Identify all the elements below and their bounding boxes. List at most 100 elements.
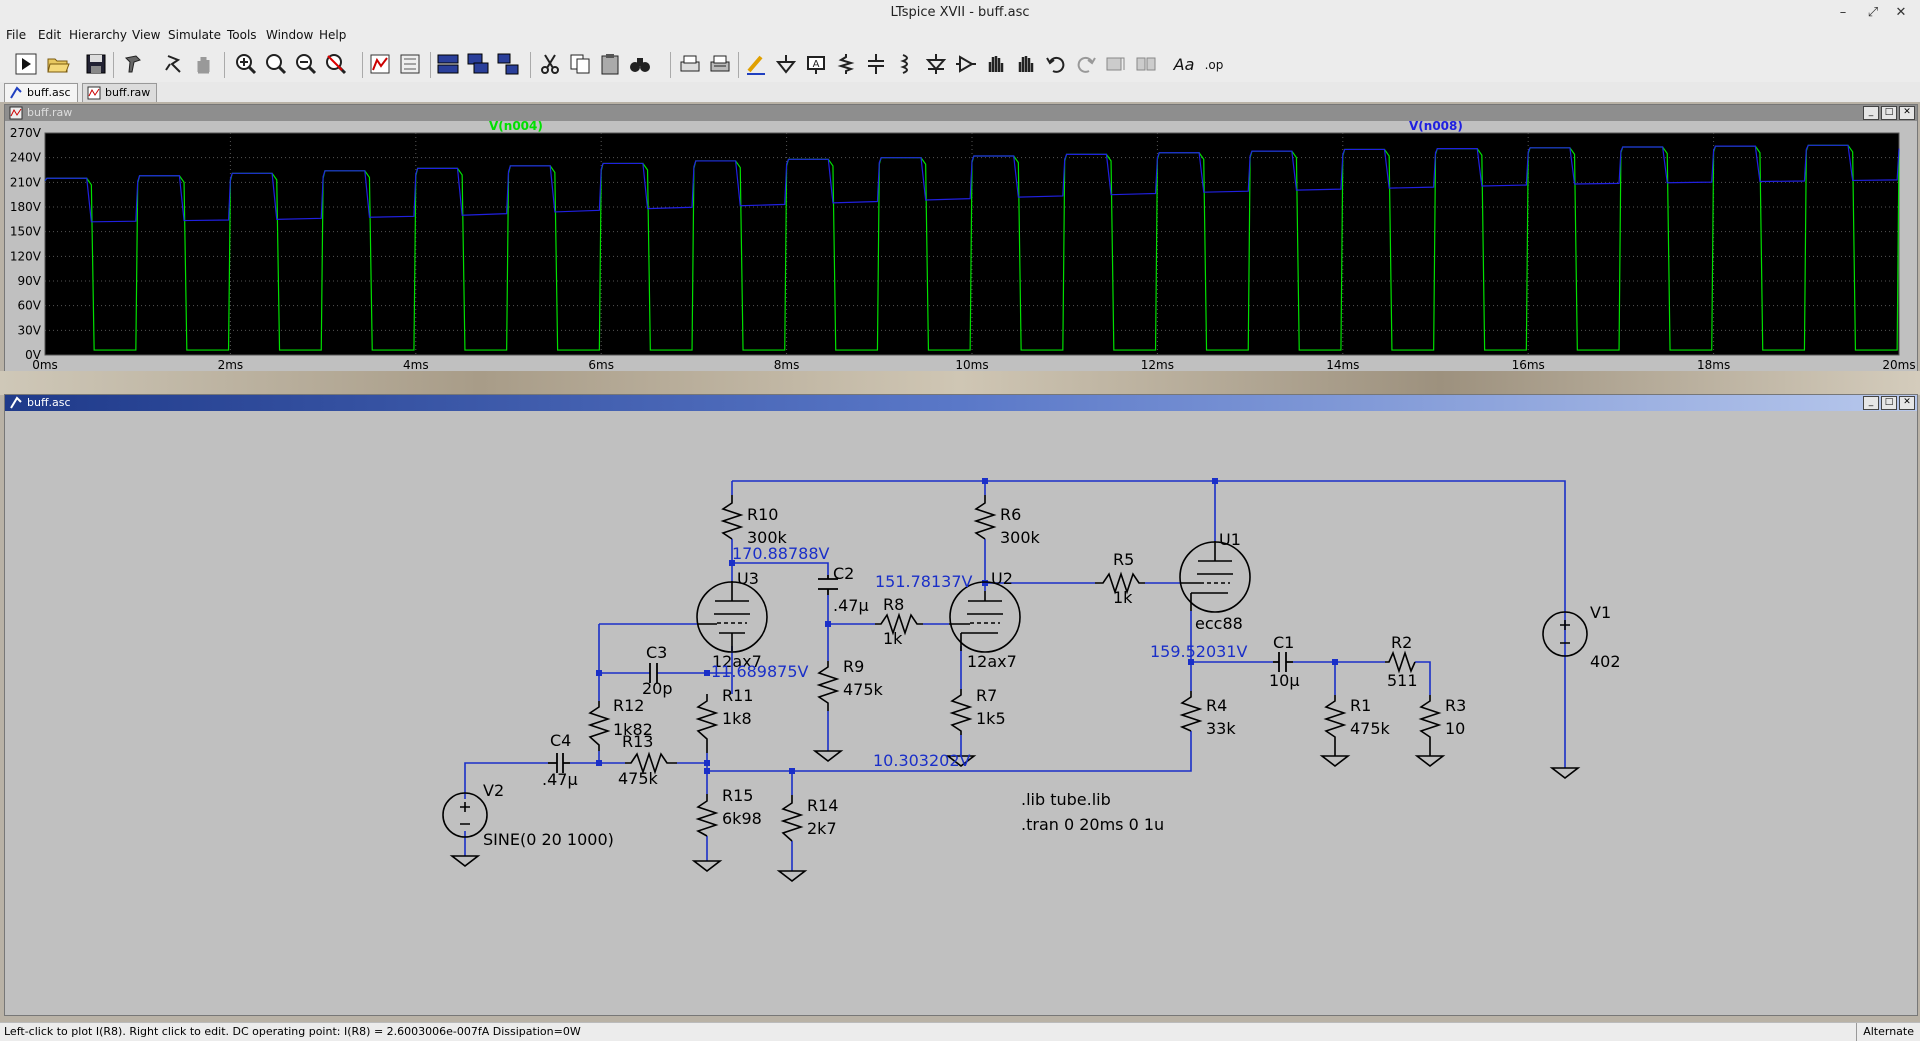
menu-file[interactable]: File — [6, 28, 27, 42]
menu-simulate[interactable]: Simulate — [168, 28, 222, 42]
open-icon[interactable] — [44, 50, 72, 78]
autorange-icon[interactable] — [366, 50, 394, 78]
label-r3-value: 10 — [1445, 719, 1465, 738]
find-icon[interactable] — [626, 50, 654, 78]
tab-label: buff.raw — [105, 86, 151, 99]
close-button[interactable]: ✕ — [1895, 5, 1907, 20]
label-c3-ref: C3 — [646, 643, 667, 662]
zoom-full-icon[interactable] — [262, 50, 290, 78]
svg-text:.op: .op — [1205, 58, 1224, 72]
close-icon[interactable]: ✕ — [1899, 106, 1915, 120]
draw-wire-icon[interactable] — [742, 50, 770, 78]
label-r15-ref: R15 — [722, 786, 753, 805]
document-tabs: buff.asc buff.raw — [0, 82, 1920, 102]
label-v2-value: SINE(0 20 1000) — [483, 830, 614, 849]
trace-label-v-n004[interactable]: V(n004) — [489, 121, 543, 133]
tab-buff-asc[interactable]: buff.asc — [4, 83, 78, 102]
paste-icon[interactable] — [596, 50, 624, 78]
label-r7-ref: R7 — [976, 686, 997, 705]
resistor-symbols[interactable] — [587, 495, 1442, 842]
copy-icon[interactable] — [566, 50, 594, 78]
label-u3-ref: U3 — [737, 569, 759, 588]
restore-icon[interactable]: □ — [1881, 396, 1897, 410]
resistor-icon[interactable] — [832, 50, 860, 78]
status-mode: Alternate — [1856, 1023, 1920, 1041]
diode-icon[interactable] — [922, 50, 950, 78]
control-panel-icon[interactable] — [120, 50, 148, 78]
label-u1-ref: U1 — [1219, 530, 1241, 549]
label-r6-ref: R6 — [1000, 505, 1021, 524]
waveform-caption-text: buff.raw — [27, 106, 73, 119]
spice-directive-icon[interactable]: .op — [1200, 50, 1228, 78]
tile-horizontal-icon[interactable] — [434, 50, 462, 78]
cut-icon[interactable] — [536, 50, 564, 78]
drag-icon[interactable] — [1012, 50, 1040, 78]
component-icon[interactable] — [952, 50, 980, 78]
inductor-icon[interactable] — [892, 50, 920, 78]
spice-directives[interactable]: .lib tube.lib .tran 0 20ms 0 1u — [1021, 790, 1164, 834]
label-net-icon[interactable]: A — [802, 50, 830, 78]
close-icon[interactable]: ✕ — [1899, 396, 1915, 410]
trace-label-v-n008[interactable]: V(n008) — [1409, 121, 1463, 133]
text-icon[interactable]: Aa — [1170, 50, 1198, 78]
ground-icon[interactable] — [772, 50, 800, 78]
label-u3-value: 12ax7 — [712, 652, 762, 671]
print-setup-icon[interactable] — [676, 50, 704, 78]
move-icon[interactable] — [982, 50, 1010, 78]
minimize-icon[interactable]: _ — [1863, 396, 1879, 410]
svg-text:A: A — [813, 59, 820, 70]
save-icon[interactable] — [82, 50, 110, 78]
menu-help[interactable]: Help — [319, 28, 347, 42]
capacitor-icon[interactable] — [862, 50, 890, 78]
r5-symbol — [1095, 571, 1145, 595]
label-r10-value: 300k — [747, 528, 788, 547]
v2-symbol — [442, 792, 488, 838]
label-r5-ref: R5 — [1113, 550, 1134, 569]
label-r1-value: 475k — [1350, 719, 1391, 738]
maximize-button[interactable]: ⤢ — [1867, 5, 1879, 20]
tab-buff-raw[interactable]: buff.raw — [82, 83, 158, 102]
label-r2-ref: R2 — [1391, 633, 1412, 652]
menu-bar: File Edit Hierarchy View Simulate Tools … — [0, 26, 1920, 46]
tile-vertical-icon[interactable] — [494, 50, 522, 78]
waveform-icon — [9, 106, 23, 120]
pan-icon[interactable] — [190, 50, 218, 78]
r4-symbol — [1179, 691, 1203, 732]
menu-edit[interactable]: Edit — [38, 28, 62, 42]
zoom-cancel-icon[interactable] — [322, 50, 350, 78]
r8-symbol — [875, 612, 923, 636]
menu-view[interactable]: View — [132, 28, 161, 42]
menu-window[interactable]: Window — [266, 28, 314, 42]
run-icon[interactable] — [12, 50, 40, 78]
label-r9-ref: R9 — [843, 657, 864, 676]
tube-symbols[interactable] — [696, 541, 1251, 653]
restore-icon[interactable]: □ — [1881, 106, 1897, 120]
zoom-out-icon[interactable] — [292, 50, 320, 78]
capacitor-symbols[interactable] — [548, 575, 1293, 773]
halt-icon[interactable] — [160, 50, 188, 78]
y-tick-label: 270V — [10, 126, 42, 140]
rotate-icon[interactable] — [1102, 50, 1130, 78]
redo-icon[interactable] — [1072, 50, 1100, 78]
u1-symbol — [1179, 541, 1251, 613]
minimize-button[interactable]: – — [1839, 5, 1847, 20]
label-r2-value: 511 — [1387, 671, 1418, 690]
voltage-sources[interactable] — [442, 611, 1588, 838]
waveform-caption: buff.raw _□✕ — [5, 105, 1917, 121]
minimize-icon[interactable]: _ — [1863, 106, 1879, 120]
plot-settings-icon[interactable] — [396, 50, 424, 78]
cascade-icon[interactable] — [464, 50, 492, 78]
menu-hierarchy[interactable]: Hierarchy — [69, 28, 128, 42]
menu-tools[interactable]: Tools — [227, 28, 257, 42]
label-c4-ref: C4 — [550, 731, 571, 750]
trace-v-n008[interactable] — [44, 144, 1900, 223]
label-r14-value: 2k7 — [807, 819, 837, 838]
label-r3-ref: R3 — [1445, 696, 1466, 715]
print-icon[interactable] — [706, 50, 734, 78]
undo-icon[interactable] — [1042, 50, 1070, 78]
label-c4-value: .47µ — [542, 770, 578, 789]
zoom-in-icon[interactable] — [232, 50, 260, 78]
schematic-canvas[interactable]: R10 300k R6 300k R5 1k U1 ecc88 U3 12ax7… — [5, 411, 1915, 1013]
mirror-icon[interactable] — [1132, 50, 1160, 78]
